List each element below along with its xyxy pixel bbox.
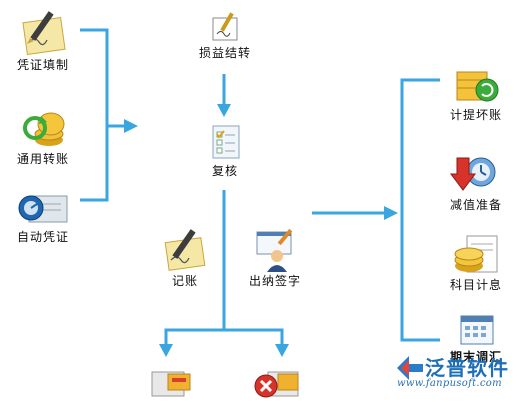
auto-voucher-label: 自动凭证 [16,230,69,244]
impairment-label: 减值准备 [449,198,502,212]
auto-voucher-icon [18,195,68,223]
voucher-entry-node[interactable]: 凭证填制 [8,8,78,73]
pl-transfer-node[interactable]: 损益结转 [190,12,260,61]
down-arrow-clock-icon [450,157,496,191]
item-interest-label: 科目计息 [449,278,502,292]
coins-refresh-icon [456,71,499,102]
bookkeeping-node[interactable]: 记账 [150,228,220,289]
pl-transfer-label: 损益结转 [198,46,251,60]
review-node[interactable]: 复核 [198,122,252,179]
coins-refresh-icon [23,112,65,146]
general-transfer-node[interactable]: 通用转账 [8,108,78,167]
voucher-entry-label: 凭证填制 [16,58,69,72]
auto-voucher-node[interactable]: 自动凭证 [8,190,78,245]
fanpu-logo: 泛普软件 www.fanpusoft.com [395,354,513,392]
folder-coins-icon [151,371,191,397]
folder-coins-node[interactable] [148,362,196,402]
review-label: 复核 [211,164,238,178]
checklist-icon [212,125,240,159]
fanpu-logo-icon [397,356,423,380]
period-adjust-label: 期末调汇 [449,350,502,364]
bad-debt-label: 计提坏账 [449,108,502,122]
period-adjust-node[interactable]: 期末调汇 [440,314,512,365]
cashier-sign-node[interactable]: 出纳签字 [240,226,310,289]
logo-url: www.fanpusoft.com [397,378,502,389]
delete-folder-icon [254,371,299,398]
bookkeeping-label: 记账 [171,274,198,288]
impairment-node[interactable]: 减值准备 [440,150,512,213]
cancel-bookkeeping-node[interactable] [252,362,302,402]
pen-document-icon [212,12,238,41]
cashier-sign-label: 出纳签字 [248,274,301,288]
signing-person-icon [256,228,293,272]
item-interest-node[interactable]: 科目计息 [440,234,512,293]
pen-document-icon [22,11,66,56]
coins-document-icon [454,235,498,273]
logo-name: 泛普软件 [425,356,509,380]
calendar-icon [460,315,494,345]
pen-document-icon [164,229,206,271]
general-transfer-label: 通用转账 [16,152,69,166]
bad-debt-node[interactable]: 计提坏账 [440,66,512,123]
